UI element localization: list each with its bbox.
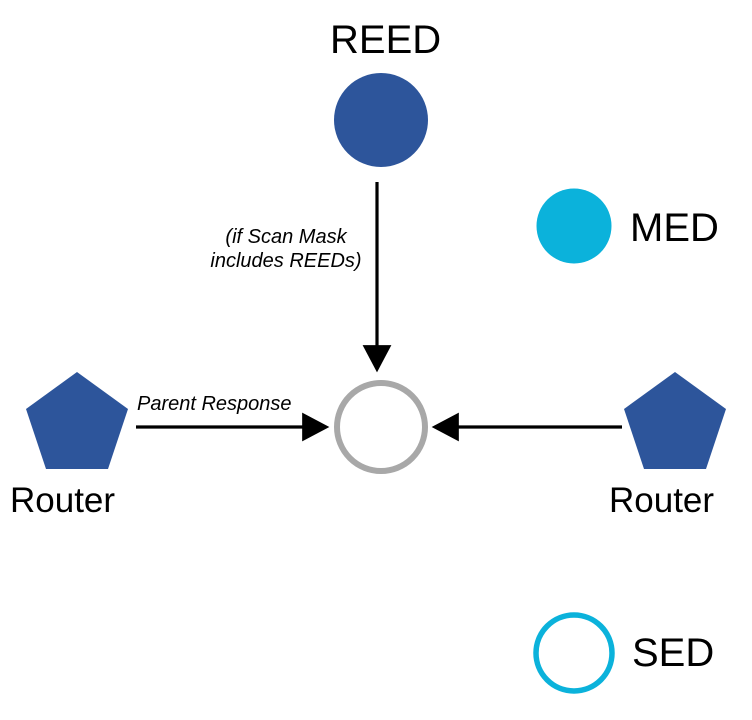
edge-label-scan-mask-line-1: (if Scan Mask: [225, 226, 347, 248]
node-label-med: MED: [630, 206, 719, 250]
edge-label-scan-mask-line-2: includes REEDs): [210, 250, 362, 273]
node-sed[interactable]: [533, 612, 615, 694]
node-router-right[interactable]: [624, 372, 726, 469]
node-router-left[interactable]: [26, 372, 128, 469]
node-label-router-right: Router: [609, 481, 715, 520]
edge-label-scan-mask: (if Scan Mask includes REEDs): [201, 225, 371, 274]
node-label-router-left: Router: [10, 481, 116, 520]
node-label-sed: SED: [632, 631, 715, 675]
node-reed[interactable]: [334, 73, 428, 167]
node-center-device[interactable]: [334, 380, 428, 474]
edge-label-parent-response: Parent Response: [137, 393, 292, 415]
node-label-reed: REED: [330, 18, 442, 62]
node-med[interactable]: [536, 188, 612, 264]
